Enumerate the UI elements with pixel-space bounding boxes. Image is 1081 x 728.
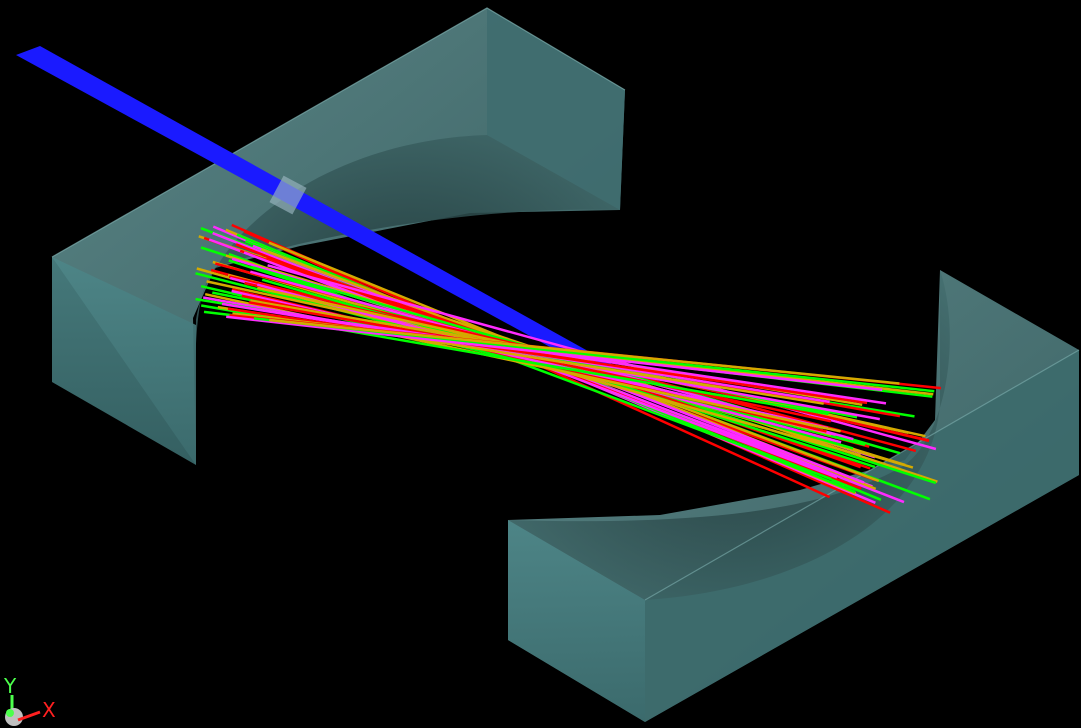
mirror-lower-side-face	[645, 350, 1079, 722]
mirror-upper-side-face	[487, 8, 625, 210]
incoming-beam[interactable]	[16, 46, 640, 388]
beam-body	[16, 46, 640, 388]
mirror-upper-concave-surface	[194, 135, 620, 465]
y-axis-label: Y	[3, 674, 17, 698]
x-axis-line	[17, 710, 41, 722]
axis-triad: Y X	[3, 674, 56, 726]
mirror-lower-concave-surface	[508, 270, 950, 600]
ray	[269, 318, 900, 385]
mirror-block-lower[interactable]	[508, 270, 1080, 722]
ray	[227, 307, 868, 405]
ray	[226, 315, 883, 392]
triad-origin-inner	[6, 709, 14, 717]
beam-window	[269, 175, 307, 215]
mirror-block-upper[interactable]	[51, 7, 626, 465]
mirror-lower-front-face	[508, 520, 645, 722]
mirror-upper-edge	[51, 7, 626, 258]
mirror-upper-front-face	[52, 257, 196, 465]
mirror-upper-top-face	[52, 8, 625, 465]
ray-fan[interactable]	[195, 223, 942, 514]
x-axis-label: X	[42, 698, 56, 722]
